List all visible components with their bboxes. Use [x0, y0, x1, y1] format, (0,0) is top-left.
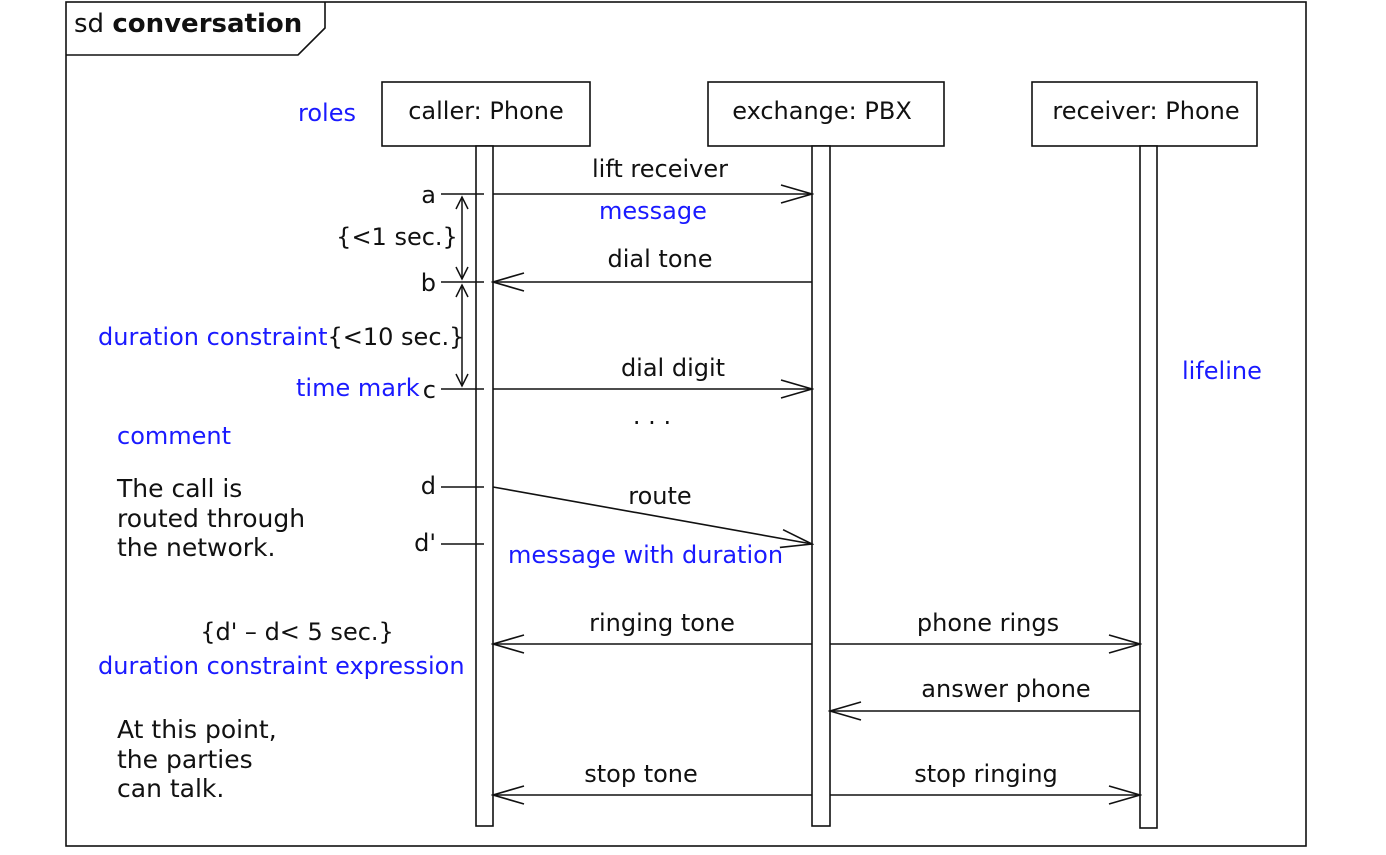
- message-label: stop ringing: [914, 760, 1058, 788]
- duration-constraint-bc: [455, 283, 469, 388]
- time-mark-d: d: [421, 472, 436, 500]
- lifeline-caller: caller: Phone: [381, 81, 591, 827]
- comment-line: the parties: [117, 745, 253, 774]
- message-phone-rings: phone rings: [830, 609, 1140, 644]
- lifeline-label-receiver: receiver: Phone: [1052, 97, 1239, 125]
- frame-tab: [66, 2, 326, 56]
- activation-bar-receiver: [1139, 145, 1158, 829]
- comment-line: At this point,: [117, 715, 277, 744]
- message-label: dial digit: [621, 354, 725, 382]
- lifeline-head-receiver: [1031, 81, 1258, 147]
- time-marks: a b c d d': [414, 181, 484, 557]
- lifeline-label-caller: caller: Phone: [408, 97, 564, 125]
- message-ringing-tone: ringing tone: [493, 609, 812, 644]
- message-label: dial tone: [608, 245, 713, 273]
- activation-bar-caller: [475, 145, 494, 827]
- time-mark-d-prime: d': [414, 529, 436, 557]
- duration-arrow-down: [455, 266, 469, 281]
- time-mark-a: a: [421, 181, 436, 209]
- comment-line: The call is: [116, 474, 242, 503]
- comment-line: the network.: [117, 533, 275, 562]
- time-mark-c: c: [423, 376, 436, 404]
- message-dial-tone: dial tone: [493, 245, 812, 282]
- message-label: answer phone: [921, 675, 1090, 703]
- message-route: route: [492, 482, 812, 544]
- message-label: route: [628, 482, 691, 510]
- frame-name: conversation: [112, 9, 302, 39]
- duration-arrow-up: [455, 283, 469, 298]
- ellipsis: . . .: [633, 402, 671, 430]
- duration-arrow-up: [455, 195, 469, 210]
- annotation-duration-constraint: duration constraint: [98, 323, 328, 351]
- message-label: ringing tone: [589, 609, 735, 637]
- duration-constraint-ab: {<1 sec.}: [336, 195, 469, 281]
- annotation-time-mark: time mark: [296, 374, 420, 402]
- frame-border: [65, 1, 1307, 847]
- activation-bar-exchange: [811, 145, 831, 827]
- message-arrow: [492, 486, 812, 544]
- message-label: stop tone: [584, 760, 698, 788]
- frame: sd conversation: [65, 1, 1307, 847]
- frame-title: sd conversation: [74, 9, 302, 39]
- duration-constraint-ab-label: {<1 sec.}: [336, 223, 458, 251]
- message-dial-digit: dial digit: [493, 354, 812, 389]
- message-label: lift receiver: [592, 155, 728, 183]
- annotation-message: message: [599, 197, 707, 225]
- annotation-lifeline: lifeline: [1182, 357, 1262, 385]
- message-stop-tone: stop tone: [493, 760, 812, 795]
- comment-call-routed: The call is routed through the network.: [116, 474, 305, 562]
- comment-line: can talk.: [117, 774, 224, 803]
- comment-parties-talk: At this point, the parties can talk.: [117, 715, 277, 803]
- lifeline-receiver: receiver: Phone: [1031, 81, 1258, 829]
- message-label: phone rings: [917, 609, 1059, 637]
- time-mark-b: b: [421, 269, 436, 297]
- duration-arrow-down: [455, 373, 469, 388]
- lifeline-label-exchange: exchange: PBX: [732, 97, 912, 125]
- message-stop-ringing: stop ringing: [830, 760, 1140, 795]
- lifeline-exchange: exchange: PBX: [707, 81, 945, 827]
- duration-constraint-bc-label: {<10 sec.}: [328, 323, 465, 351]
- annotation-roles: roles: [298, 99, 356, 127]
- message-lift-receiver: lift receiver: [493, 155, 812, 194]
- duration-constraint-row: duration constraint{<10 sec.}: [98, 323, 464, 351]
- annotation-comment: comment: [117, 422, 231, 450]
- annotation-duration-constraint-expression: duration constraint expression: [98, 652, 465, 680]
- annotation-message-with-duration: message with duration: [508, 541, 783, 569]
- frame-keyword: sd: [74, 9, 104, 39]
- comment-line: routed through: [117, 504, 305, 533]
- message-answer-phone: answer phone: [830, 675, 1140, 711]
- duration-constraint-dd-label: {d' – d< 5 sec.}: [200, 618, 394, 646]
